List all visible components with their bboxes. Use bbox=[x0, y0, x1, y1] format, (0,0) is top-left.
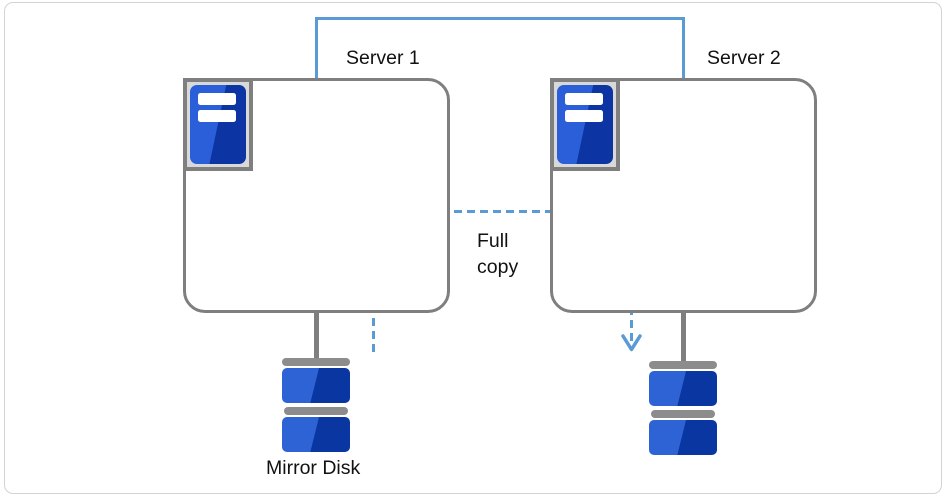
full-copy-label: Full copy bbox=[477, 228, 518, 280]
server-slot-bar bbox=[198, 110, 236, 122]
server-slot-bar bbox=[565, 93, 603, 105]
disk-platter bbox=[282, 368, 350, 403]
server-interconnect-line bbox=[315, 17, 685, 78]
server2-icon-frame bbox=[550, 78, 620, 171]
full-copy-label-line1: Full bbox=[477, 230, 509, 252]
server-slot-bar bbox=[198, 93, 236, 105]
disk-cap-bar bbox=[282, 358, 350, 366]
server-icon bbox=[190, 85, 246, 164]
disk-platter bbox=[649, 420, 717, 455]
server1-label: Server 1 bbox=[346, 47, 420, 69]
server1-icon-frame bbox=[183, 78, 253, 171]
server-slot-bar bbox=[565, 110, 603, 122]
full-copy-label-line2: copy bbox=[477, 256, 519, 278]
disk-cap-bar bbox=[649, 361, 717, 369]
server2-label: Server 2 bbox=[707, 47, 781, 69]
disk-divider-bar bbox=[651, 410, 715, 418]
arrowhead-icon bbox=[621, 334, 642, 352]
disk-divider-bar bbox=[284, 407, 348, 415]
mirror-disk-right-icon bbox=[649, 361, 717, 455]
disk-platter bbox=[649, 371, 717, 406]
mirror-disk-label: Mirror Disk bbox=[266, 457, 361, 479]
disk-platter bbox=[282, 417, 350, 452]
mirror-disk-left-icon bbox=[282, 358, 350, 452]
server-icon bbox=[557, 85, 613, 164]
